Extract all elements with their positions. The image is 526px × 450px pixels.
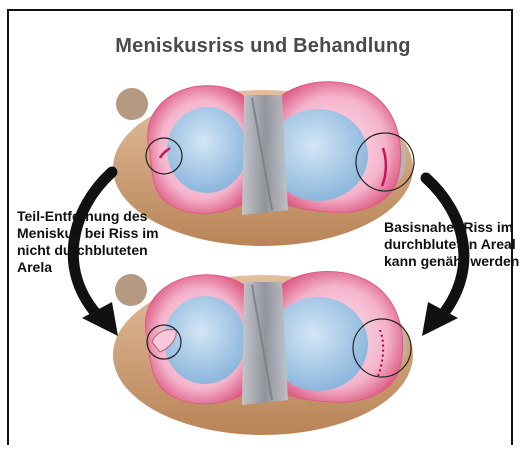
right-label-line-1: Basisnaher Riss im — [384, 219, 519, 236]
left-treatment-label: Teil-Entfernung des Meniskus bei Riss im… — [17, 208, 159, 276]
right-treatment-label: Basisnaher Riss im durchbluteten Areal k… — [384, 219, 519, 270]
left-label-line-4: Arela — [17, 259, 159, 276]
bottom-meniscus-illustration — [113, 272, 413, 435]
right-label-line-2: durchbluteten Areal — [384, 236, 519, 253]
left-label-line-1: Teil-Entfernung des — [17, 208, 159, 225]
bottom-bone-left-knob — [115, 274, 147, 306]
bottom-medial-cartilage — [164, 296, 246, 384]
right-label-line-3: kann genäht werden — [384, 253, 519, 270]
left-label-line-2: Meniskus bei Riss im — [17, 225, 159, 242]
top-cruciate-ligaments — [242, 95, 288, 215]
top-bone-left-knob — [116, 88, 148, 120]
top-medial-cartilage — [167, 107, 247, 193]
diagram-title: Meniskusriss und Behandlung — [0, 35, 526, 58]
bottom-cruciate-ligaments — [242, 282, 288, 405]
left-label-line-3: nicht durchbluteten — [17, 242, 159, 259]
